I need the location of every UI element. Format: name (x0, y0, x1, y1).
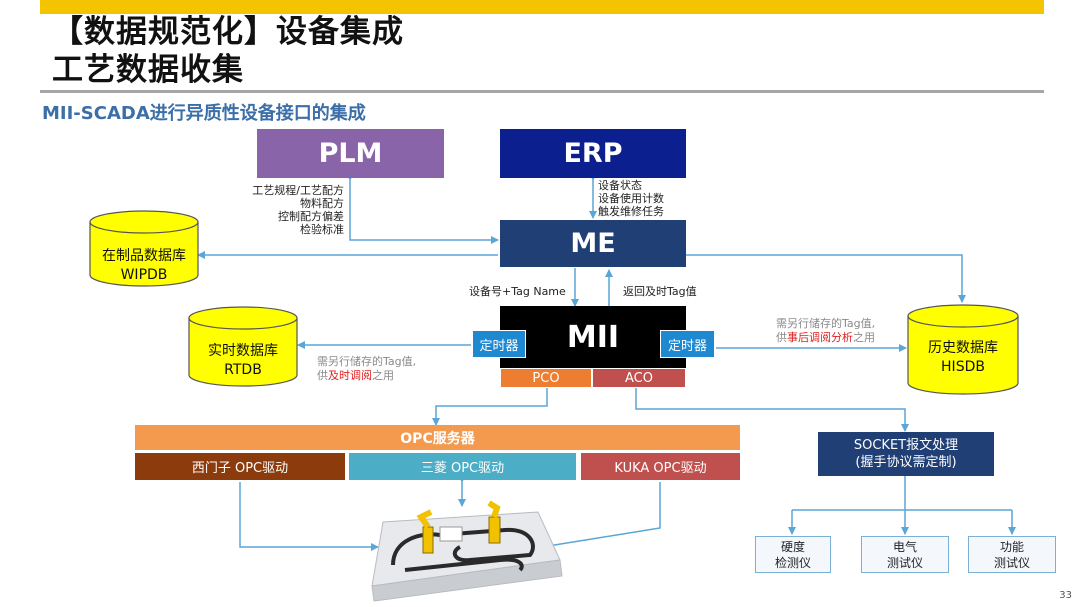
device1-line2: 检测仪 (774, 555, 811, 570)
plm-me-connector (346, 173, 499, 244)
rtdb-cylinder-top (188, 306, 298, 330)
control-cabinet (439, 526, 463, 542)
me-hisdb-connector (686, 254, 966, 303)
erp-note-3: 触发维修任务 (598, 205, 664, 218)
hisdb-cylinder-body (907, 316, 1019, 395)
device2-line2: 测试仪 (886, 555, 923, 570)
rtdb-name: 实时数据库 (208, 343, 278, 359)
robot-right (487, 500, 501, 544)
rtdb-note-line1: 需另行储存的Tag值, (317, 355, 417, 368)
aco-socket-connector (632, 382, 909, 432)
plm-note-3: 控制配方偏差 (278, 210, 344, 223)
device-function-tester: 功能 测试仪 (968, 536, 1056, 573)
hisdb-note-line2: 供事后调阅分析之用 (776, 331, 875, 345)
rtdb-cylinder-body (188, 318, 298, 387)
page-number: 33 (1059, 590, 1072, 601)
opc-mitsubishi-box: 三菱 OPC驱动 (349, 453, 576, 480)
me-box: ME (500, 220, 686, 267)
plm-note-2: 物料配方 (300, 197, 344, 210)
wipdb-cylinder-top (89, 210, 199, 234)
wipdb-cylinder-body (89, 222, 199, 287)
rtdb-code: RTDB (224, 362, 262, 378)
wipdb-code: WIPDB (120, 267, 168, 283)
hisdb-note-suffix: 之用 (853, 331, 875, 344)
rtdb-note-prefix: 供 (317, 369, 328, 382)
siemens-line-connector (239, 482, 379, 551)
top-accent-bar (40, 0, 1044, 14)
hisdb-label: 历史数据库 HISDB (908, 339, 1018, 377)
plm-box: PLM (257, 129, 444, 178)
hisdb-code: HISDB (941, 359, 985, 375)
kuka-line-connector (541, 482, 661, 550)
hisdb-note: 需另行储存的Tag值, 供事后调阅分析之用 (776, 317, 875, 345)
hisdb-name: 历史数据库 (928, 340, 998, 356)
rtdb-note-suffix: 之用 (372, 369, 394, 382)
erp-flow-notes: 设备状态 设备使用计数 触发维修任务 (598, 179, 664, 218)
wipdb-name: 在制品数据库 (102, 248, 186, 264)
page-title-line2: 工艺数据收集 (52, 52, 244, 88)
device3-line1: 功能 (999, 539, 1024, 554)
aco-box: ACO (592, 368, 686, 388)
rtdb-note-line2: 供及时调阅之用 (317, 369, 416, 383)
socket-title: SOCKET报文处理 (853, 438, 959, 453)
erp-box: ERP (500, 129, 686, 178)
page-subtitle: MII-SCADA进行异质性设备接口的集成 (42, 103, 366, 124)
hisdb-cylinder-top (907, 304, 1019, 328)
wipdb-label: 在制品数据库 WIPDB (90, 247, 198, 285)
socket-box: SOCKET报文处理 (握手协议需定制) (818, 432, 994, 476)
timer-right-box: 定时器 (660, 330, 715, 358)
conveyor-track (391, 527, 535, 572)
opc-siemens-box: 西门子 OPC驱动 (135, 453, 345, 480)
me-to-mii-label: 设备号+Tag Name (469, 285, 566, 298)
rtdb-note-highlight: 及时调阅 (328, 369, 372, 382)
opc-server-box: OPC服务器 (135, 425, 740, 450)
erp-note-1: 设备状态 (598, 179, 642, 192)
device2-line1: 电气 (892, 539, 917, 554)
erp-note-2: 设备使用计数 (598, 192, 664, 205)
hisdb-note-highlight: 事后调阅分析 (787, 331, 853, 344)
mii-box: MII (500, 306, 686, 368)
rtdb-note: 需另行储存的Tag值, 供及时调阅之用 (317, 355, 416, 383)
plm-note-1: 工艺规程/工艺配方 (252, 184, 344, 197)
production-line-base (371, 511, 563, 602)
hisdb-note-line1: 需另行储存的Tag值, (776, 317, 876, 330)
title-divider (40, 90, 1044, 93)
socket-subtitle: (握手协议需定制) (855, 455, 957, 470)
hisdb-note-prefix: 供 (776, 331, 787, 344)
pco-opc-connector (432, 382, 551, 426)
pco-box: PCO (500, 368, 592, 388)
robot-left (416, 509, 434, 554)
page-title-line1: 【数据规范化】设备集成 (52, 14, 404, 50)
device1-line1: 硬度 (780, 539, 805, 554)
device-electrical-tester: 电气 测试仪 (861, 536, 949, 573)
rtdb-label: 实时数据库 RTDB (189, 342, 297, 380)
device3-line2: 测试仪 (993, 555, 1030, 570)
mii-to-me-label: 返回及时Tag值 (623, 285, 697, 298)
timer-left-box: 定时器 (472, 330, 526, 358)
plm-note-4: 检验标准 (300, 223, 344, 236)
opc-kuka-box: KUKA OPC驱动 (581, 453, 740, 480)
plm-flow-notes: 工艺规程/工艺配方 物料配方 控制配方偏差 检验标准 (230, 184, 344, 236)
device-hardness-tester: 硬度 检测仪 (755, 536, 831, 573)
